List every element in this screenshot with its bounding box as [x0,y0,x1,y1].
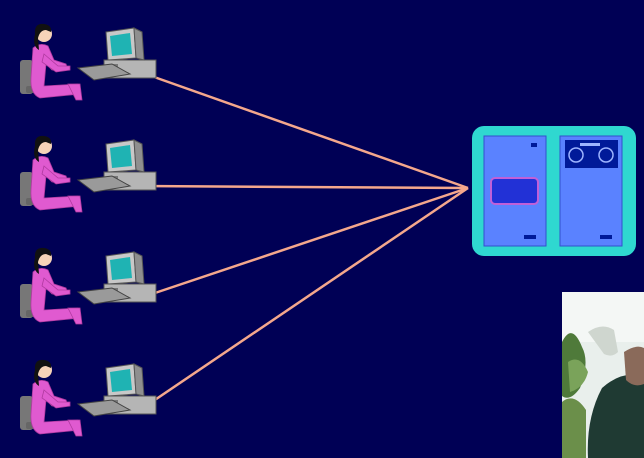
connection-line-3 [139,186,469,300]
woman-at-computer-icon [19,247,157,325]
presenter-video [562,292,644,458]
connection-line-1 [139,70,469,190]
connection-line-4 [139,186,469,412]
connection-line-2 [139,184,469,190]
mainframe-server-icon [472,126,636,256]
workstation-1 [19,23,157,101]
woman-at-computer-icon [19,23,157,101]
workstation-3 [19,247,157,325]
connection-lines [139,70,469,412]
presenter-video-icon [562,292,644,458]
workstation-2 [19,135,157,213]
woman-at-computer-icon [19,135,157,213]
workstation-4 [19,359,157,437]
woman-at-computer-icon [19,359,157,437]
